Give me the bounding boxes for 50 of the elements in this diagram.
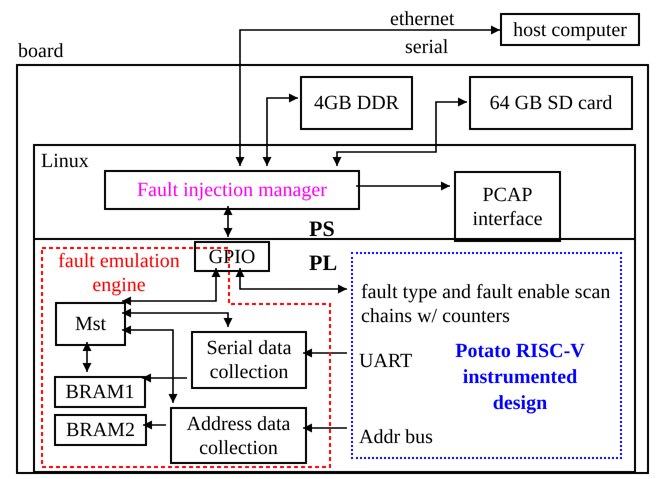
- collector-box: [170, 407, 307, 464]
- memory-box: [54, 414, 147, 446]
- node-text: GPIO: [208, 244, 256, 270]
- io-box: [194, 241, 270, 272]
- controller-box: [55, 302, 126, 346]
- storage-box: [469, 76, 633, 130]
- design-region: [351, 252, 622, 459]
- arrow: [122, 308, 232, 327]
- programmable-logic-box: [33, 238, 636, 473]
- memory-box: [54, 376, 146, 408]
- node-text: Linux: [41, 149, 89, 174]
- link-label: ethernet: [390, 7, 454, 32]
- node-text: fault type and fault enable scan chains w/ counters: [361, 280, 612, 328]
- arrow: [262, 94, 298, 166]
- node-text: Addr bus: [359, 425, 433, 450]
- node-text: fault emulation engine: [57, 249, 181, 297]
- arrow: [122, 268, 220, 306]
- arrow: [236, 268, 347, 294]
- node-text: Potato RISC-V instrumented design: [454, 339, 586, 416]
- node-text: 64 GB SD card: [490, 91, 612, 116]
- node-text: host computer: [513, 18, 627, 42]
- interface-box: [454, 171, 561, 242]
- node-text: Fault injection manager: [137, 178, 327, 203]
- device-box: [500, 13, 640, 46]
- collector-box: [191, 331, 307, 389]
- node-text: BRAM1: [66, 380, 134, 405]
- arrow: [122, 326, 178, 403]
- processing-system-box: [33, 144, 636, 240]
- memory-box: [300, 76, 413, 130]
- node-text: PL: [309, 249, 338, 277]
- link-label: serial: [405, 35, 448, 60]
- node-text: board: [18, 39, 64, 64]
- process-box: [104, 170, 360, 210]
- arrow: [142, 374, 187, 382]
- arrow: [332, 98, 467, 166]
- node-text: PS: [309, 215, 335, 243]
- arrow: [143, 420, 166, 430]
- node-text: Serial data collection: [206, 336, 292, 384]
- node-text: Mst: [74, 312, 106, 337]
- node-text: UART: [359, 349, 412, 374]
- arrow: [236, 26, 500, 166]
- node-text: PCAP interface: [472, 182, 544, 230]
- arrow: [82, 342, 92, 372]
- arrow: [303, 348, 347, 358]
- node-text: BRAM2: [66, 418, 135, 443]
- node-text: 4GB DDR: [314, 91, 399, 116]
- node-text: Address data collection: [186, 412, 292, 460]
- arrow: [356, 182, 450, 190]
- arrow: [303, 424, 347, 432]
- arrow: [224, 206, 232, 237]
